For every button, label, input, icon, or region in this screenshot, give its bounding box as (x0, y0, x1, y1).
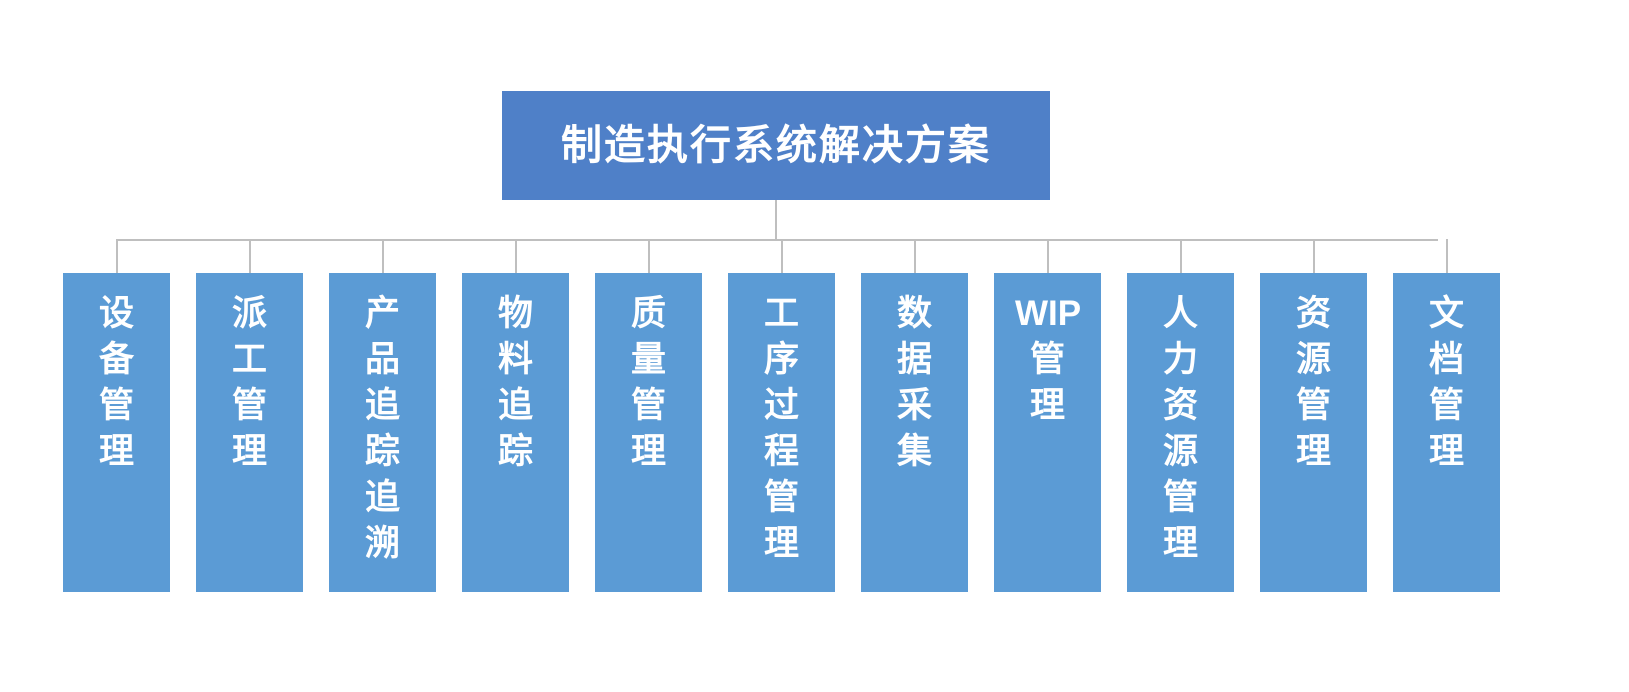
connector-drop (381, 239, 384, 273)
child-node-label-text: 物料追踪 (497, 294, 533, 471)
child-node[interactable]: 人力资源管理 (1127, 273, 1234, 592)
child-node-label-text: 管理 (1029, 340, 1065, 425)
child-node-label: 数据采集 (892, 291, 938, 475)
root-node[interactable]: 制造执行系统解决方案 (502, 91, 1050, 200)
child-node-label: 设备管理 (94, 291, 140, 475)
connector-drop (115, 239, 118, 273)
child-node[interactable]: 产品追踪追溯 (329, 273, 436, 592)
child-node[interactable]: 派工管理 (196, 273, 303, 592)
child-node-label-text: 人力资源管理 (1162, 294, 1198, 563)
child-node-label-text: 文档管理 (1428, 294, 1464, 471)
child-node-label: 资源管理 (1291, 291, 1337, 475)
child-node-label: 质量管理 (626, 291, 672, 475)
connector-drop (913, 239, 916, 273)
connector-drop (780, 239, 783, 273)
child-node[interactable]: 资源管理 (1260, 273, 1367, 592)
connector-drop (647, 239, 650, 273)
connector-horizontal-bus (117, 239, 1438, 241)
connector-drop (1179, 239, 1182, 273)
child-node[interactable]: 设备管理 (63, 273, 170, 592)
child-node-label-text: 质量管理 (630, 294, 666, 471)
root-node-label: 制造执行系统解决方案 (561, 122, 991, 168)
child-node-label: 人力资源管理 (1158, 291, 1204, 567)
child-node[interactable]: 质量管理 (595, 273, 702, 592)
connector-drop (1312, 239, 1315, 273)
child-node[interactable]: WIP 管理 (994, 273, 1101, 592)
connector-drop (248, 239, 251, 273)
child-node-label-text: 设备管理 (98, 294, 134, 471)
child-node[interactable]: 文档管理 (1393, 273, 1500, 592)
child-node-label: 工序过程管理 (759, 291, 805, 567)
child-node-label: 物料追踪 (493, 291, 539, 475)
child-node-label-text: 产品追踪追溯 (364, 294, 400, 563)
connector-drop (514, 239, 517, 273)
child-node-label-text: 工序过程管理 (763, 294, 799, 563)
child-node-label-text: 资源管理 (1295, 294, 1331, 471)
connector-root-stem (775, 200, 777, 241)
connector-drop (1445, 239, 1448, 273)
connector-drop (1046, 239, 1049, 273)
child-node-label: WIP 管理 (1015, 291, 1081, 429)
child-node-label-text: 派工管理 (231, 294, 267, 471)
child-node-label: 产品追踪追溯 (360, 291, 406, 567)
child-node[interactable]: 工序过程管理 (728, 273, 835, 592)
child-node[interactable]: 物料追踪 (462, 273, 569, 592)
child-node-label: 派工管理 (227, 291, 273, 475)
child-node[interactable]: 数据采集 (861, 273, 968, 592)
child-node-label-text: 数据采集 (896, 294, 932, 471)
child-node-label: 文档管理 (1424, 291, 1470, 475)
child-node-label-latin: WIP (1014, 294, 1082, 333)
